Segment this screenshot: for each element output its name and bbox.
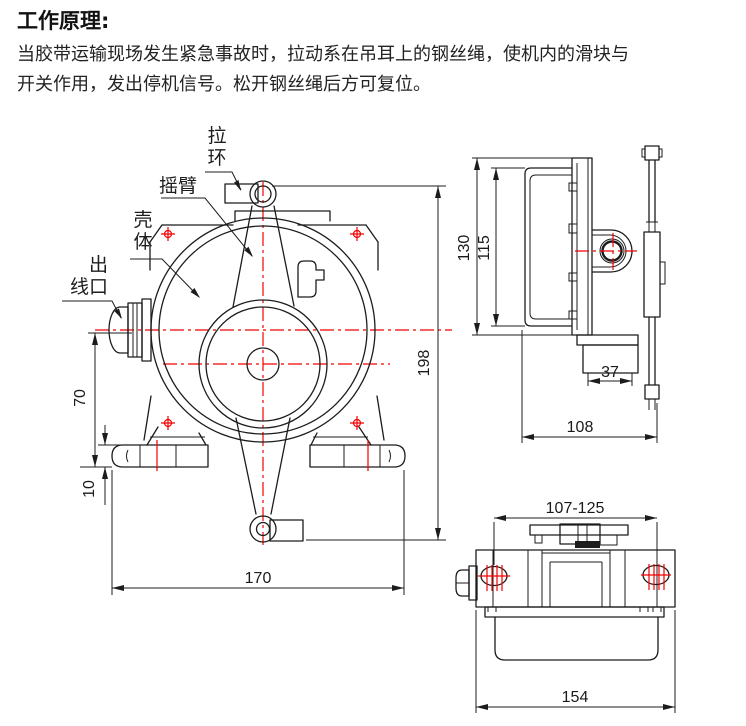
dim-170: 170	[245, 570, 272, 587]
side-body	[524, 167, 573, 327]
terminal-clamp	[529, 523, 629, 548]
label-rocker-arm: 摇臂	[159, 175, 198, 197]
front-dimensions: 198 70 10 170	[72, 185, 446, 595]
cover-plate	[198, 299, 328, 429]
label-housing-line1: 壳	[133, 209, 153, 231]
screw-marks	[156, 227, 369, 471]
bottom-skirt	[484, 606, 665, 661]
label-housing: 壳 体	[130, 209, 156, 253]
label-pull-ring-line1: 拉	[207, 125, 227, 147]
dim-37: 37	[601, 364, 619, 381]
dim-107-125: 107-125	[546, 500, 605, 517]
dim-154: 154	[562, 689, 589, 706]
dim-108: 108	[567, 419, 594, 436]
side-rocker-arm	[641, 145, 666, 410]
dim-198: 198	[416, 350, 433, 377]
bottom-gland	[455, 565, 478, 601]
rocker-arm	[224, 180, 304, 543]
side-tab	[297, 260, 325, 298]
paragraph-line-2: 开关作用，发出停机信号。松开钢丝绳后方可复位。	[17, 74, 431, 95]
label-outlet-line2: 线口	[69, 276, 108, 298]
front-view: 198 70 10 170	[62, 171, 452, 595]
label-outlet-line1: 出	[88, 254, 108, 276]
label-housing-line2: 体	[133, 231, 153, 253]
housing-flange	[143, 210, 385, 441]
side-flange	[568, 157, 593, 336]
paragraph-line-1: 当胶带运输现场发生紧急事故时，拉动系在吊耳上的钢丝绳，使机内的滑块与	[17, 44, 629, 65]
side-dimensions: 130 115 37 108	[456, 157, 658, 443]
label-outlet: 出 线口	[62, 254, 108, 298]
shaft-lug	[575, 229, 637, 273]
label-leaders	[62, 171, 253, 319]
label-pull-ring: 拉 环	[204, 125, 230, 169]
bottom-body	[475, 549, 676, 608]
dim-10: 10	[81, 480, 98, 498]
mounting-holes	[478, 564, 671, 591]
cable-outlet	[108, 298, 152, 362]
mounting-feet	[111, 426, 406, 468]
working-principle-text: 当胶带运输现场发生紧急事故时，拉动系在吊耳上的钢丝绳，使机内的滑块与 开关作用，…	[17, 40, 629, 100]
bottom-view: 107-125 154	[455, 500, 676, 713]
dim-115: 115	[476, 235, 493, 261]
page-title: 工作原理:	[17, 9, 110, 33]
label-pull-ring-line2: 环	[207, 147, 227, 169]
bottom-dimensions: 107-125 154	[475, 500, 676, 713]
dim-70: 70	[72, 389, 89, 407]
side-view: 130 115 37 108	[456, 145, 666, 443]
side-foot	[576, 334, 639, 374]
front-centerlines	[95, 182, 452, 545]
dim-130: 130	[456, 235, 473, 262]
